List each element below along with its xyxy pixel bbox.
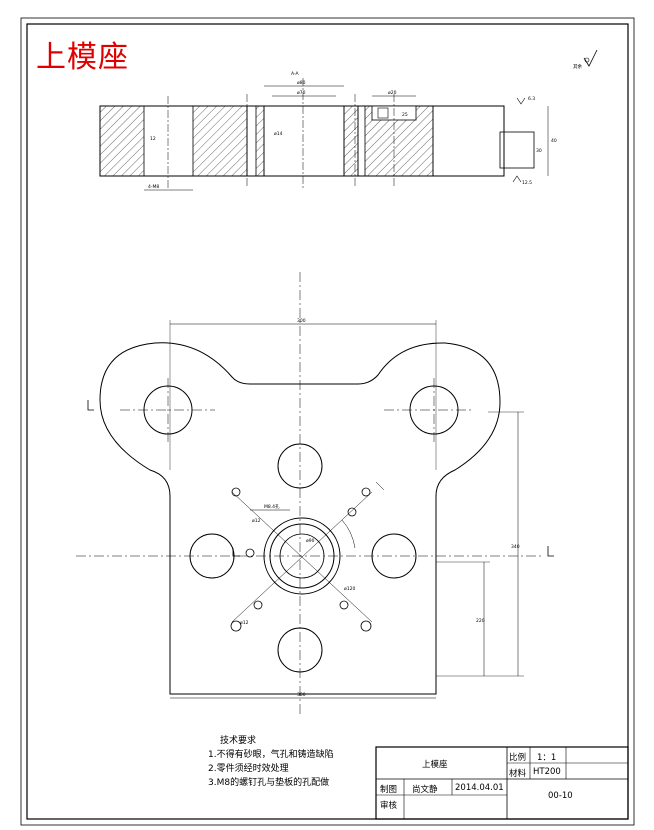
svg-text:6.3: 6.3	[528, 96, 535, 102]
svg-text:4-M8: 4-M8	[148, 184, 159, 190]
svg-text:12.5: 12.5	[522, 180, 532, 186]
svg-text:ø14: ø14	[274, 131, 283, 137]
svg-text:25: 25	[402, 112, 408, 118]
svg-text:12: 12	[150, 136, 156, 142]
svg-text:40: 40	[551, 138, 557, 144]
svg-text:ø70: ø70	[297, 90, 306, 96]
section-view: A-A ø80 ø70 ø20 12 ø14 25	[99, 71, 557, 191]
plan-view: M8.4孔 ø12 ø12 ø120 ø90 300 300 340 220	[76, 272, 554, 716]
svg-text:340: 340	[511, 544, 520, 550]
part-name: 上模座	[422, 760, 448, 770]
svg-text:220: 220	[476, 618, 485, 624]
svg-text:ø120: ø120	[344, 586, 355, 592]
svg-text:300: 300	[297, 692, 306, 698]
scale-value: 1：1	[537, 753, 557, 763]
note-item: 3.M8的螺钉孔与垫板的孔配做	[208, 778, 330, 788]
roughness-mark: 其余	[573, 49, 598, 70]
drawn-date: 2014.04.01	[455, 783, 504, 793]
svg-text:ø90: ø90	[306, 538, 315, 544]
inner-border	[26, 23, 629, 820]
notes-heading: 技术要求	[220, 736, 257, 746]
svg-text:A-A: A-A	[291, 71, 300, 77]
svg-text:ø12: ø12	[240, 620, 249, 626]
outer-border	[20, 17, 635, 826]
checked-label: 审核	[380, 801, 398, 811]
svg-text:其余: 其余	[573, 63, 582, 70]
drawn-label: 制图	[380, 785, 398, 795]
note-item: 2.零件须经时效处理	[208, 764, 289, 774]
scale-label: 比例	[509, 753, 527, 763]
svg-text:30: 30	[536, 148, 542, 154]
drawn-by: 尚文静	[412, 785, 438, 795]
technical-requirements: 技术要求 1.不得有砂眼，气孔和铸造缺陷 2.零件须经时效处理 3.M8的螺钉孔…	[208, 734, 334, 790]
title-block-grid	[375, 746, 629, 820]
material-label: 材料	[509, 769, 527, 779]
note-item: 1.不得有砂眼，气孔和铸造缺陷	[208, 750, 334, 760]
drawing-title: 上模座	[36, 40, 129, 75]
drawing-number: 00-10	[548, 791, 573, 801]
svg-text:ø80: ø80	[297, 80, 306, 86]
svg-text:M8.4孔: M8.4孔	[264, 503, 280, 510]
material-value: HT200	[533, 767, 561, 777]
svg-text:ø20: ø20	[388, 90, 397, 96]
svg-text:ø12: ø12	[252, 518, 261, 524]
svg-text:300: 300	[297, 318, 306, 324]
